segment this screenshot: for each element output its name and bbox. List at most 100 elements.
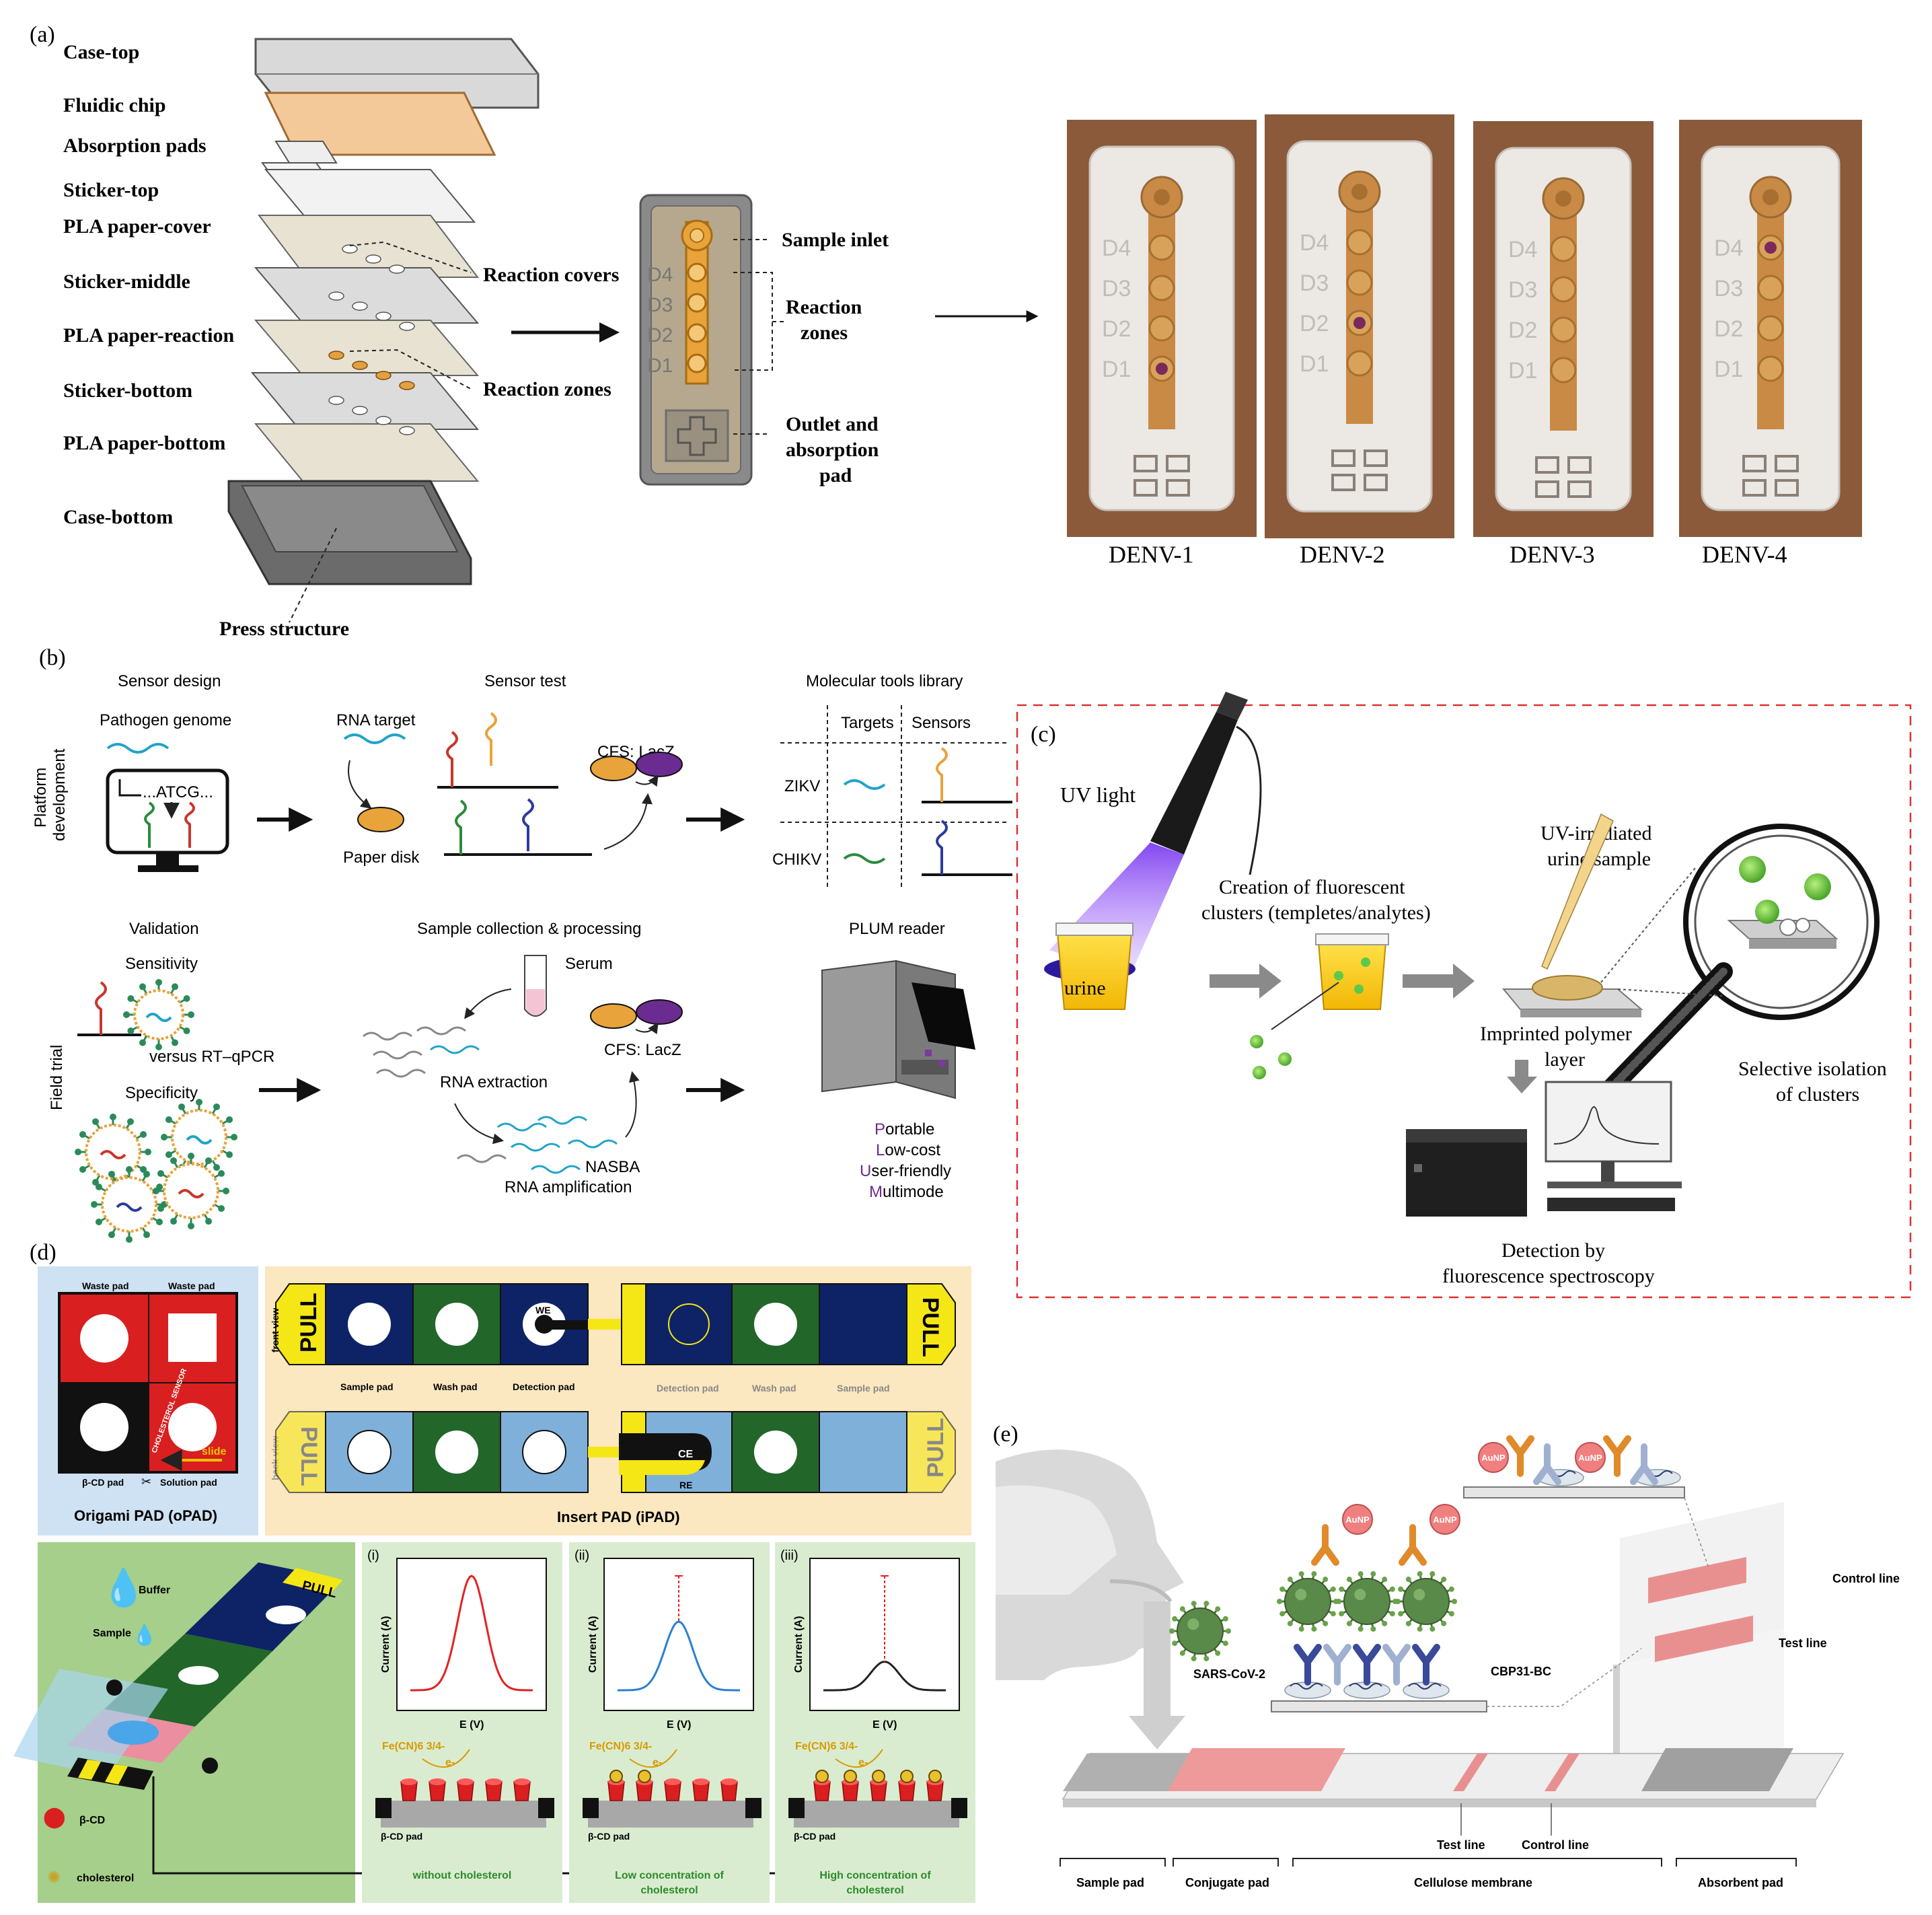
disk-orange-icon: [590, 756, 637, 781]
photo-zone-label: D3: [1714, 276, 1743, 301]
cholesterol-icon: [928, 1770, 942, 1783]
opad-bcd-pad: β-CD pad: [82, 1477, 124, 1488]
water-drop-blue-icon: 💧: [101, 1567, 146, 1608]
dpv-y-axis-label: Current (A): [793, 1616, 805, 1673]
plum-feature-user-friendly: User-friendly: [860, 1162, 951, 1180]
spectrometer-icon: [1406, 1081, 1682, 1217]
dpv-y-axis-label: Current (A): [380, 1616, 392, 1673]
cellulose-icon: [1343, 1682, 1390, 1699]
antibody-icon: [1323, 1644, 1351, 1686]
dpv-bcd-pad-label: β-CD pad: [381, 1831, 422, 1842]
chip-zone-d4: D4: [647, 264, 673, 286]
dpv-frame: [603, 1558, 754, 1711]
sample-pad-label: Sample pad: [1076, 1876, 1144, 1889]
lateral-flow-strip: [1062, 1748, 1845, 1807]
fluorescent-cup-icon: [1315, 933, 1389, 1010]
validation-title: Validation: [129, 920, 199, 938]
sample-collection-title: Sample collection & processing: [417, 920, 642, 938]
plum-title: PLUM reader: [849, 920, 945, 938]
device-3d: PULL: [13, 1562, 343, 1790]
ipad-we: WE: [535, 1305, 551, 1315]
antibody-icon: [1353, 1644, 1381, 1686]
photo-label-denv-3: DENV-3: [1510, 541, 1595, 568]
head-silhouette-icon: [996, 1449, 1185, 1749]
cbp-label: CBP31-BC: [1491, 1665, 1551, 1678]
urine-label: urine: [1064, 977, 1106, 999]
photo-label-denv-4: DENV-4: [1702, 541, 1787, 568]
strip-control-line-label: Control line: [1522, 1838, 1589, 1852]
plum-feature-portable: Portable: [875, 1120, 934, 1139]
ipad-pad-label-3: Detection pad: [513, 1381, 575, 1392]
cholesterol-icon: [609, 1770, 623, 1783]
antibody-icon: [1294, 1644, 1322, 1686]
strip-test-line-label: Test line: [1437, 1838, 1485, 1852]
library-title: Molecular tools library: [806, 672, 963, 690]
bound-virus: [1336, 1571, 1398, 1632]
genome-strand: [106, 743, 170, 754]
dpv-plot-2: (ii)Current (A)E (V)Fe(CN)6 3/4-e-β-CD p…: [569, 1542, 770, 1903]
sars-virus-ball: [1169, 1601, 1231, 1661]
sensitivity-label: Sensitivity: [125, 955, 198, 973]
cholesterol-legend-label: cholesterol: [77, 1873, 134, 1884]
antibody-icon: [1630, 1443, 1658, 1485]
aunp-label: AuNP: [1481, 1453, 1506, 1463]
antibody-icon: [1506, 1435, 1534, 1477]
plum-features: Portable Low-cost User-friendly Multimod…: [860, 1120, 951, 1201]
dpv-electrode: [588, 1801, 753, 1828]
dpv-frame: [396, 1558, 547, 1711]
layer-label-sticker-top: Sticker-top: [63, 179, 159, 201]
aunp-icon: AuNP: [1478, 1442, 1509, 1473]
dpv-caption: without cholesterol: [412, 1870, 512, 1881]
layer-label-pla-bottom: PLA paper-bottom: [63, 432, 225, 454]
panel-b-tag: (b): [39, 645, 66, 670]
opad-solution-pad: Solution pad: [160, 1477, 217, 1488]
opad-slide: slide: [202, 1446, 227, 1457]
plum-reader-icon: [821, 960, 975, 1099]
chip-zone-d2: D2: [647, 324, 673, 347]
photo-zone-label: D2: [1300, 311, 1329, 336]
dpv-curve: [410, 1575, 533, 1692]
press-structure-label: Press structure: [219, 618, 349, 640]
antibody-icon: [1382, 1644, 1411, 1686]
dpv-plot-3: (iii)Current (A)E (V)Fe(CN)6 3/4-e-β-CD …: [775, 1542, 975, 1903]
panel-d: (d) Waste pad Waste pad CHOLESTEROL SENS…: [13, 1240, 975, 1903]
layer-label-sticker-bottom: Sticker-bottom: [63, 380, 192, 402]
dpv-fe-label: Fe(CN)6 3/4-: [382, 1741, 445, 1752]
dpv-y-axis-label: Current (A): [587, 1616, 599, 1673]
antibody-icon: [1412, 1644, 1440, 1686]
dpv-curve: [618, 1620, 740, 1692]
dpv-roman: (i): [367, 1548, 379, 1563]
paper-disk-icon: [357, 807, 404, 832]
layer-label-sticker-middle: Sticker-middle: [63, 270, 190, 293]
dpv-fe-label: Fe(CN)6 3/4-: [795, 1741, 858, 1752]
bcd-molecule-icon: ⬤: [43, 1806, 66, 1829]
dpv-plots: (i)Current (A)E (V)Fe(CN)6 3/4-e-β-CD pa…: [362, 1542, 975, 1903]
ipad-pull-front-left: PULL: [296, 1293, 322, 1352]
bcd-legend-label: β-CD: [79, 1815, 105, 1826]
photo-zone-label: D4: [1300, 230, 1329, 256]
selective-line2: of clusters: [1776, 1083, 1859, 1106]
reaction-zones-lead-label: Reaction zones: [483, 378, 611, 400]
virus-icon: [161, 1099, 237, 1176]
sticker-middle-shape: [254, 267, 480, 324]
specificity-label: Specificity: [125, 1084, 198, 1102]
cholesterol-icon: [872, 1770, 885, 1783]
aunp-label: AuNP: [1433, 1515, 1457, 1525]
absorption-pads-shape: [274, 141, 338, 164]
layer-label-absorption-pads: Absorption pads: [63, 135, 207, 157]
dpv-electrode: [794, 1801, 959, 1828]
panel-a: (a): [30, 22, 1862, 640]
imprinted-line2: layer: [1545, 1048, 1585, 1071]
versus-label: versus RT–qPCR: [149, 1048, 274, 1066]
photo-zone-label: D4: [1508, 237, 1537, 262]
strip-3d: [1613, 1502, 1784, 1783]
dpv-x-axis-label: E (V): [459, 1719, 484, 1731]
sensors-header: Sensors: [912, 714, 971, 732]
cellulose-icon: [1284, 1682, 1331, 1699]
layer-label-case-top: Case-top: [63, 41, 139, 63]
photo-zone-label: D1: [1300, 351, 1329, 377]
ipad-pad-label-5: Wash pad: [752, 1383, 796, 1394]
dpv-x-axis-label: E (V): [872, 1719, 897, 1731]
